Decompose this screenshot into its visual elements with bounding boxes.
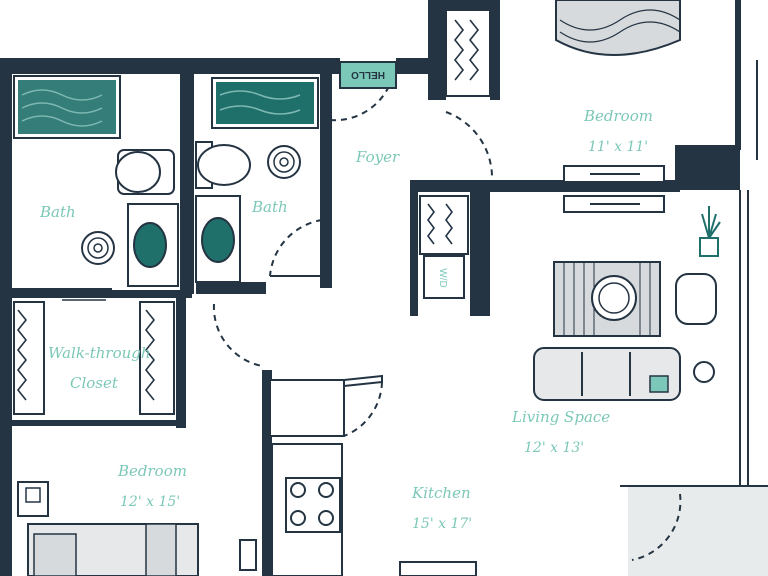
wall-closet-top bbox=[112, 290, 192, 298]
room-label-closet-line2: Closet bbox=[70, 374, 119, 392]
wall-column bbox=[675, 145, 740, 190]
room-label-kitchen: Kitchen bbox=[411, 484, 471, 502]
fridge-door bbox=[343, 374, 383, 387]
room-label-foyer: Foyer bbox=[355, 148, 400, 166]
room-label-bath-right: Bath bbox=[251, 198, 288, 216]
closet-rack-left bbox=[13, 301, 45, 415]
pillow bbox=[649, 375, 669, 393]
wall-kitchen-west bbox=[262, 370, 272, 576]
walk-through-closet bbox=[13, 295, 175, 415]
armchair bbox=[675, 273, 717, 325]
pillow-right bbox=[145, 523, 177, 576]
sink-right bbox=[201, 217, 235, 263]
wall-closet-east bbox=[176, 294, 186, 428]
plant-icon bbox=[699, 206, 721, 257]
wall-bath-divider bbox=[180, 74, 194, 294]
wd-closet: W/D bbox=[419, 195, 469, 299]
sliding-door bbox=[62, 295, 106, 301]
bed-top bbox=[555, 0, 681, 56]
wall-top-left bbox=[0, 58, 340, 74]
doormat: HELLO bbox=[339, 61, 397, 89]
wall-wd-closet-left bbox=[410, 186, 418, 316]
wall-bedroom-bottom-north bbox=[12, 420, 186, 426]
room-label-bedroom-bottom: Bedroom bbox=[117, 462, 187, 480]
wall-left-exterior bbox=[0, 60, 12, 576]
bedroom-top-furniture bbox=[445, 0, 681, 183]
wall-bath-bottom bbox=[12, 288, 112, 298]
bathtub-water-left bbox=[18, 80, 116, 134]
bedroom-bottom-furniture bbox=[17, 481, 199, 576]
wall-closet-right bbox=[490, 0, 500, 100]
wall-wd-closet bbox=[470, 186, 490, 316]
closet-rack-right bbox=[139, 301, 175, 415]
closet-door-swing bbox=[212, 303, 263, 367]
room-label-living: Living Space bbox=[511, 408, 610, 426]
wd-shelf bbox=[419, 195, 469, 255]
pillow-left bbox=[33, 533, 77, 576]
bath-rug-right bbox=[267, 145, 301, 179]
room-dimension-kitchen: 15' x 17' bbox=[412, 516, 472, 532]
walls bbox=[0, 0, 741, 576]
living-furniture bbox=[533, 195, 721, 401]
washer-dryer-label: W/D bbox=[437, 268, 448, 287]
closet-top bbox=[445, 9, 491, 97]
room-label-bath-left: Bath bbox=[39, 203, 76, 221]
window-right bbox=[739, 60, 758, 490]
room-dimension-bedroom-bottom: 12' x 15' bbox=[120, 494, 180, 510]
bath-right-door-swing bbox=[269, 219, 323, 277]
bath-left-fixtures bbox=[13, 75, 179, 287]
wall-entry-corridor bbox=[428, 0, 446, 100]
toilet-right-bowl bbox=[197, 144, 251, 186]
wall-right-exterior bbox=[735, 0, 741, 150]
bath-right-fixtures bbox=[195, 77, 319, 283]
room-dimension-bedroom-top: 11' x 11' bbox=[588, 139, 648, 155]
balcony-door-swing bbox=[631, 493, 682, 561]
balcony bbox=[628, 486, 768, 576]
toilet-left-bowl bbox=[115, 151, 161, 193]
room-label-bedroom-top: Bedroom bbox=[583, 107, 653, 125]
kitchen-fixtures bbox=[239, 374, 477, 576]
fridge bbox=[269, 379, 345, 437]
bath-rug-left bbox=[81, 231, 115, 265]
bedroom-top-door-swing bbox=[445, 111, 493, 177]
bedroom-door-handle bbox=[239, 539, 257, 571]
room-label-closet-line1: Walk-through bbox=[48, 344, 151, 362]
sofa bbox=[533, 347, 681, 401]
washer-dryer bbox=[423, 255, 465, 299]
bathtub-water-right bbox=[216, 82, 314, 124]
entry-door-swing bbox=[329, 87, 389, 122]
side-table bbox=[693, 361, 715, 383]
wall-right-bath-east bbox=[320, 74, 332, 288]
kitchen-island bbox=[399, 561, 477, 576]
wall-bath2-bottom bbox=[196, 282, 266, 294]
room-dimension-living: 12' x 13' bbox=[524, 440, 584, 456]
sink-left bbox=[133, 222, 167, 268]
doormat-text: HELLO bbox=[351, 69, 385, 80]
